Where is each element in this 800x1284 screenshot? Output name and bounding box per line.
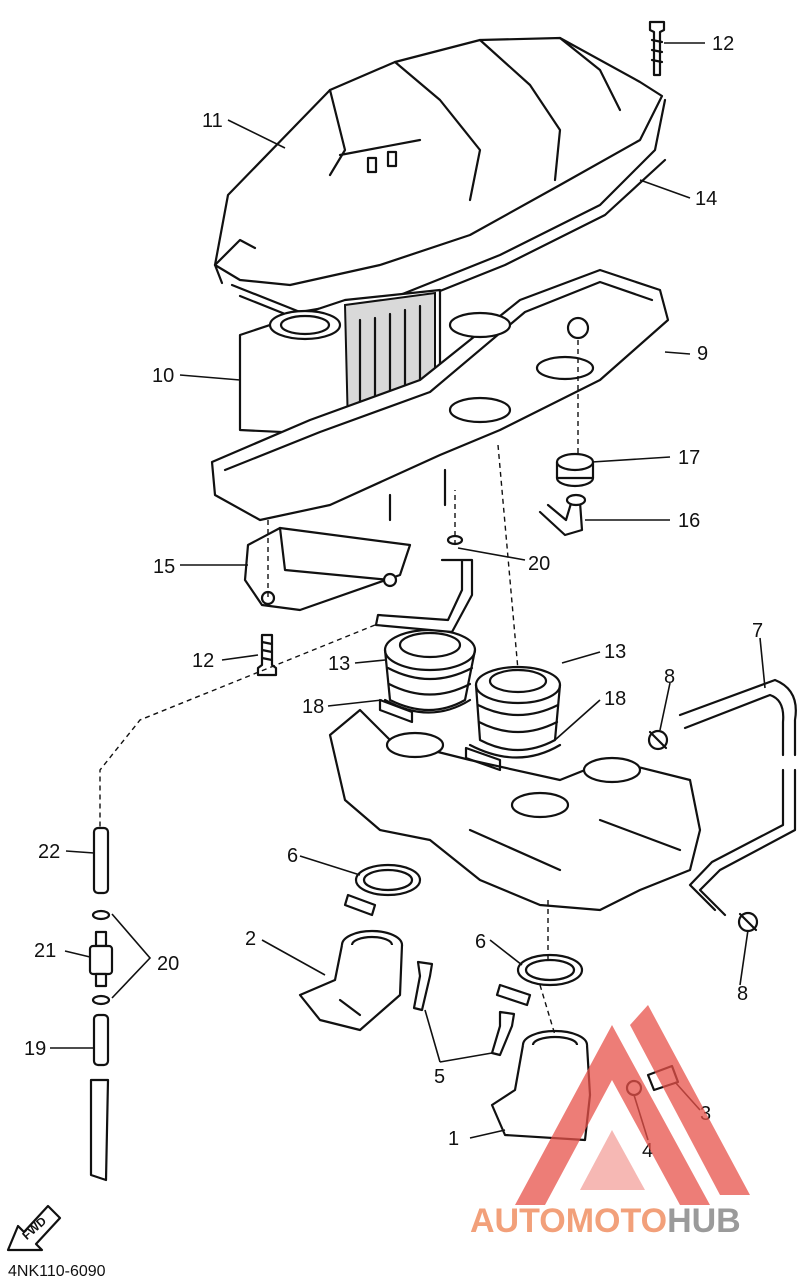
- callout-13: 13: [604, 641, 626, 663]
- air-filter-case: [210, 268, 670, 522]
- callout-21: 21: [34, 940, 56, 962]
- clip-vent-bottom: [91, 994, 111, 1006]
- callout-12: 12: [712, 33, 734, 55]
- vent-hose-lower: [89, 1013, 110, 1182]
- watermark-triangle-icon: [515, 1005, 750, 1205]
- clamp-left: [378, 698, 472, 724]
- callout-19: 19: [24, 1038, 46, 1060]
- callout-5: 5: [434, 1066, 445, 1088]
- callout-6: 6: [287, 845, 298, 867]
- bracket: [243, 526, 412, 612]
- diagram-code: 4NK110-6090: [8, 1263, 106, 1280]
- watermark-logo: AUTOMOTOHUB: [470, 1005, 750, 1240]
- bolt-upper: [412, 960, 434, 1012]
- forward-direction-arrow: FWD: [6, 1204, 62, 1252]
- callout-1: 1: [448, 1128, 459, 1150]
- callout-13: 13: [328, 653, 350, 675]
- callout-9: 9: [697, 343, 708, 365]
- carburetor-joint-left: [383, 628, 477, 712]
- vent-hose-upper: [92, 826, 110, 895]
- callout-14: 14: [695, 188, 717, 210]
- grommet: [555, 452, 595, 488]
- air-filter-case-cover: [213, 36, 664, 287]
- intake-manifold-left: [298, 929, 404, 1032]
- callout-4: 4: [642, 1140, 653, 1162]
- hose-clamp-top: [647, 729, 669, 751]
- callout-18: 18: [604, 688, 626, 710]
- callout-15: 15: [153, 556, 175, 578]
- callout-16: 16: [678, 510, 700, 532]
- callout-labels: 11 12 14 9 10 17 16 20 15 12 13 13 7 8 1…: [24, 33, 763, 1162]
- screw-bottom: [256, 633, 278, 677]
- callout-8: 8: [664, 666, 675, 688]
- drain-hose: [538, 493, 587, 537]
- callout-6: 6: [475, 931, 486, 953]
- callout-7: 7: [752, 620, 763, 642]
- check-valve: [88, 930, 114, 988]
- carburetor-joint-right: [474, 665, 562, 752]
- callout-11: 11: [202, 110, 223, 132]
- callout-20: 20: [157, 953, 179, 975]
- callout-12: 12: [192, 650, 214, 672]
- callout-22: 22: [38, 841, 60, 863]
- intake-clamp-left: [343, 863, 422, 917]
- watermark-brand: AUTOMOTOHUB: [470, 1202, 741, 1240]
- callout-2: 2: [245, 928, 256, 950]
- callout-20: 20: [528, 553, 550, 575]
- hose-clamp-bottom: [737, 911, 759, 933]
- callout-8: 8: [737, 983, 748, 1005]
- screw-top: [648, 20, 666, 77]
- bolt-lower: [490, 1010, 516, 1057]
- breather-hose: [678, 678, 797, 917]
- intake-clamp-right: [495, 953, 584, 1007]
- callout-17: 17: [678, 447, 700, 469]
- carburetor-assembly-outline: [328, 708, 702, 912]
- callout-18: 18: [302, 696, 324, 718]
- clip-vent-top: [91, 909, 111, 921]
- callout-10: 10: [152, 365, 174, 387]
